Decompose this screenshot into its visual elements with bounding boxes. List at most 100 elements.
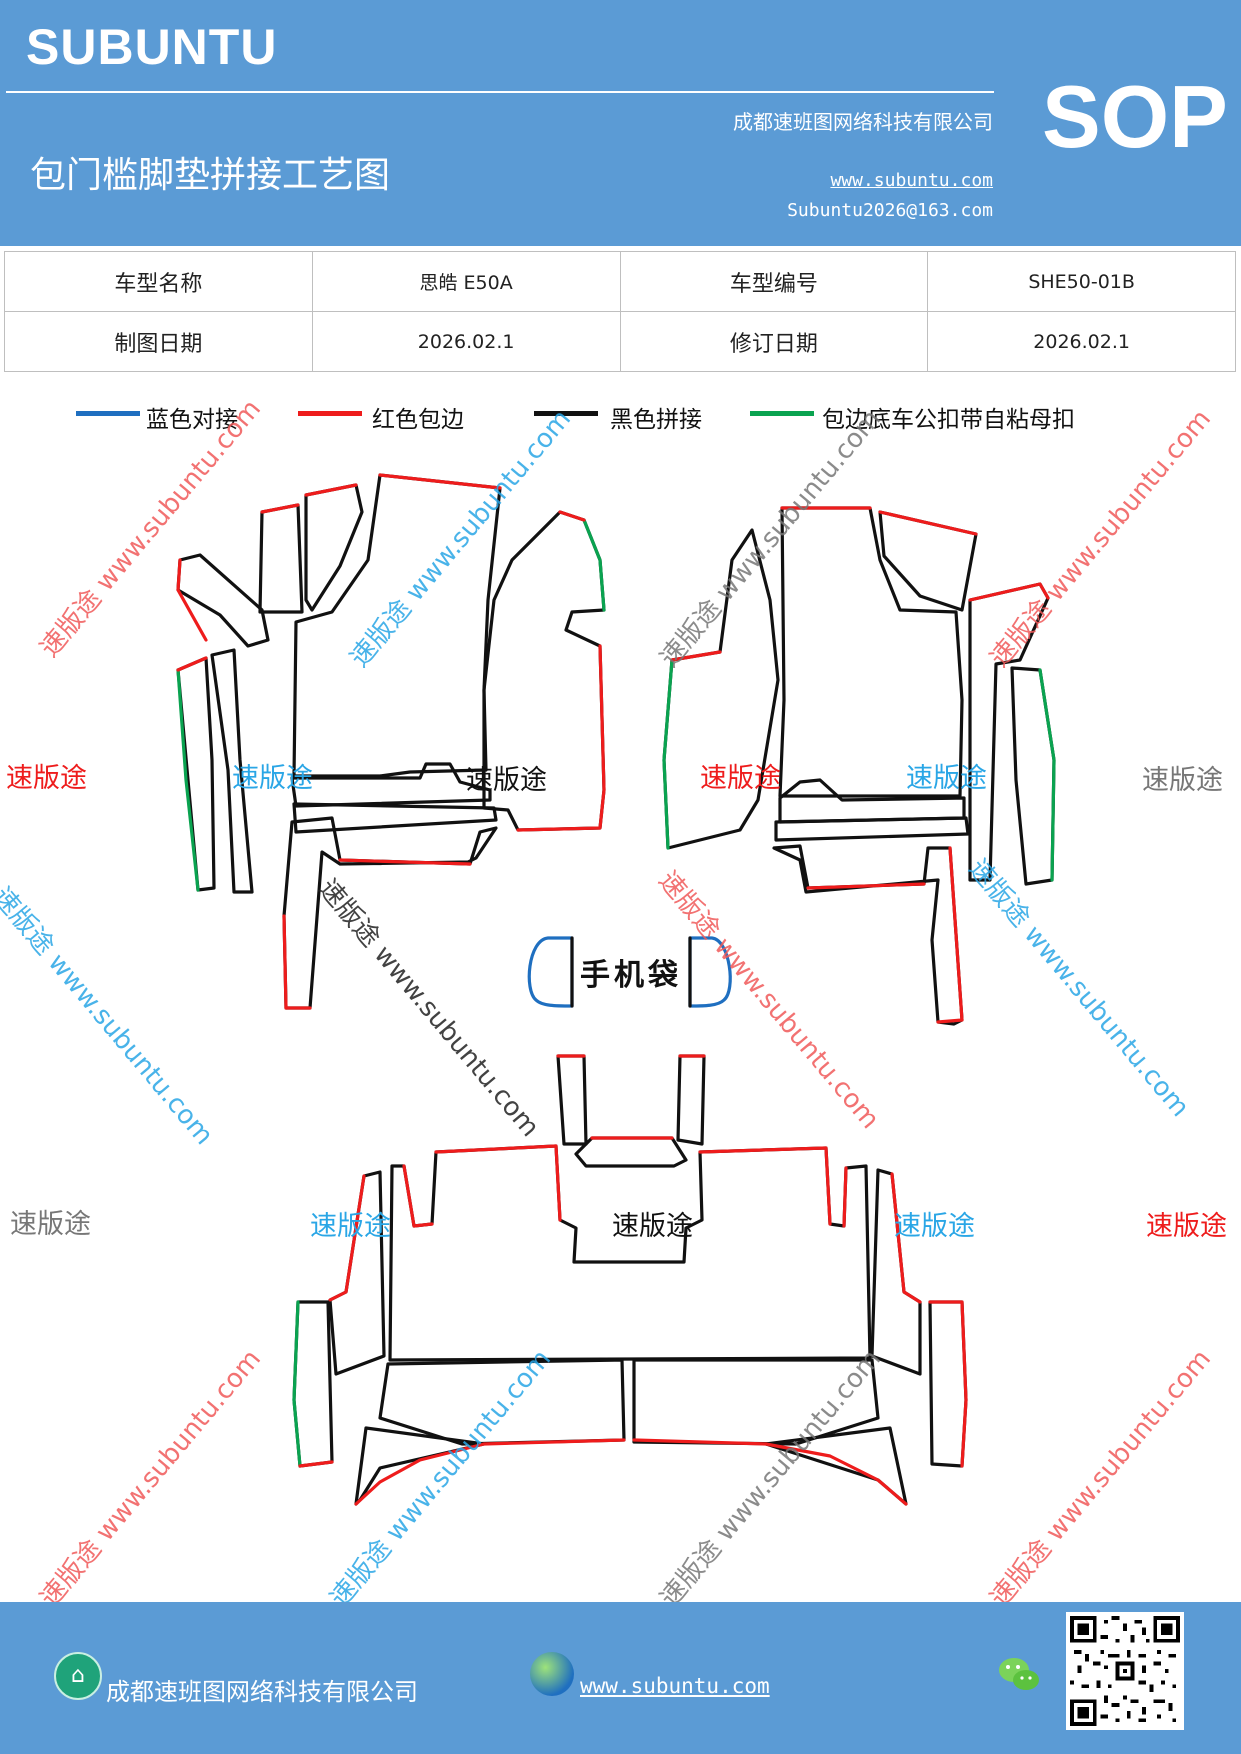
table-cell: 2026.02.1 [311,311,621,372]
driver-footrest-red3 [338,858,472,866]
footer-company-name: 成都速班图网络科技有限公司 [106,1678,418,1706]
rear-main-red-right2 [842,1166,848,1228]
watermark-brand: 速版途 [310,1211,391,1242]
driver-side-strip [176,656,216,892]
driver-upper-panel [258,503,304,614]
driver-gas-top-red [558,510,586,522]
passenger-mat-group [662,506,1056,1026]
rear-right-side-red [890,1172,922,1304]
watermark-brand: 速版途 [6,763,87,794]
passenger-lower-strip [774,816,970,842]
qr-code[interactable] [1066,1612,1184,1730]
rear-tunnel-top [574,1136,688,1168]
rear-far-right [928,1300,968,1468]
legend-swatch [534,411,598,416]
driver-side-strip-top [176,656,208,672]
legend-swatch [750,411,814,416]
watermark-brand: 速版途 [232,763,313,794]
rear-left-side-red [328,1174,366,1302]
table-cell: 车型编号 [619,251,929,312]
rear-left-side [328,1170,386,1376]
driver-mat-group [176,473,606,1010]
rear-far-left-green [292,1300,302,1468]
driver-upper-panel2 [304,483,364,612]
passenger-footrest [772,844,964,1026]
legend-swatch [298,411,362,416]
header-divider [6,91,994,93]
legend-label: 蓝色对接 [146,407,238,433]
legend-label: 红色包边 [372,407,464,433]
passenger-right-strip-edge [1038,668,1056,882]
passenger-right-strip [1010,666,1056,886]
legend-swatch [76,411,140,416]
rear-bottom-right-red [764,1442,908,1506]
table-cell: 制图日期 [4,311,313,372]
rear-main-red-left2 [402,1164,434,1228]
qr-code-pattern [1070,1616,1180,1726]
watermark-brand: 速版途 [906,763,987,794]
home-icon: ⌂ [54,1652,102,1700]
driver-upper-panel2-edge [304,483,358,497]
driver-inner-strip [210,648,254,894]
legend-label: 黑色拼接 [610,407,702,433]
table-row: 制图日期 2026.02.1 修订日期 2026.02.1 [4,311,1236,372]
table-cell: 2026.02.1 [927,311,1236,372]
globe-icon [530,1652,574,1696]
rear-main-red-left [434,1144,562,1222]
driver-upper-panel-edge [260,503,300,514]
driver-side-strip-edge [176,668,200,892]
phone-pocket-left [527,936,574,1008]
phone-pocket-label: 手机袋 [580,958,682,993]
driver-diagonal-bar-edge [176,558,208,642]
watermark-brand: 速版途 [700,763,781,794]
rear-main-red-right [698,1146,832,1226]
brand-logo-text: SUBUNTU [26,19,278,75]
rear-main [388,1144,872,1362]
legend-label: 包边底车公扣带自粘母扣 [822,407,1075,433]
passenger-footrest-red [806,846,964,1024]
rear-far-right-red [928,1300,968,1468]
driver-footrest-red [282,914,288,1010]
driver-gas-edge-red [516,644,606,832]
document-title: 包门槛脚垫拼接工艺图 [30,155,391,196]
table-cell: 修订日期 [619,311,929,372]
passenger-diagonal-bar-edge [968,582,1050,602]
rear-tab-right [676,1054,706,1146]
header-company-name: 成都速班图网络科技有限公司 [733,110,993,134]
rear-bottom-red-line [482,1438,768,1446]
rear-lower-right [632,1358,880,1446]
header-banner: SUBUNTU 包门槛脚垫拼接工艺图 成都速班图网络科技有限公司 www.sub… [0,0,1241,246]
watermark-brand: 速版途 [10,1209,91,1240]
phone-pocket-right [688,936,732,1008]
driver-gas-edge-green [582,518,606,612]
rear-bottom-left-red [354,1442,486,1506]
table-row: 车型名称 思皓 E50A 车型编号 SHE50-01B [4,251,1236,312]
wechat-icon[interactable] [996,1654,1042,1696]
passenger-upper-right-top [878,510,978,536]
watermark-brand: 速版途 [466,765,547,796]
driver-main-body [292,473,502,778]
rear-far-left-red [298,1460,334,1468]
rear-far-left [292,1300,334,1468]
table-cell: SHE50-01B [927,251,1236,312]
watermark-brand: 速版途 [894,1211,975,1242]
rear-bottom-left [354,1426,486,1506]
passenger-main-body [778,506,964,798]
watermark-brand: 速版途 [612,1211,693,1242]
watermark-brand: 速版途 [1146,1211,1227,1242]
footer-website-link[interactable]: www.subuntu.com [580,1674,770,1698]
footer-banner: ⌂ 成都速班图网络科技有限公司 www.subuntu.com [0,1602,1241,1754]
table-cell: 车型名称 [4,251,313,312]
header-website-link[interactable]: www.subuntu.com [830,170,993,191]
passenger-left-edge-green [662,658,674,850]
header-email[interactable]: Subuntu2026@163.com [787,200,993,221]
passenger-left-edge-top [670,650,722,662]
driver-main-top-edge [378,473,502,490]
watermark-brand: 速版途 [1142,765,1223,796]
rear-mat-group [292,1054,968,1506]
sop-badge: SOP [1042,67,1228,166]
driver-diagonal-bar [176,553,270,648]
table-cell: 思皓 E50A [311,251,621,312]
vehicle-info-table: 车型名称 思皓 E50A 车型编号 SHE50-01B 制图日期 2026.02… [4,251,1236,372]
